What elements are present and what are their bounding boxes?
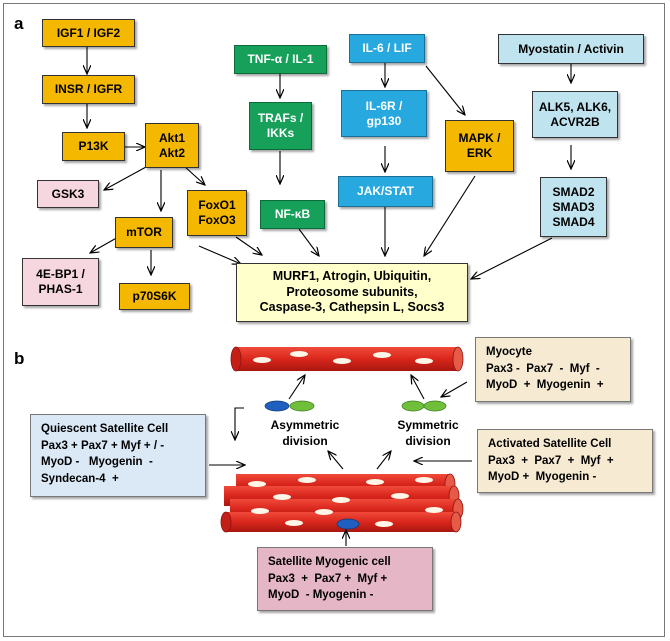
p70s6k-node: p70S6K — [119, 283, 190, 310]
panel-b-label: b — [14, 349, 25, 368]
arrow-bundle-asym — [328, 451, 344, 470]
trafs-node: TRAFs / IKKs — [249, 102, 312, 150]
arrow-myocyte-sym — [441, 381, 468, 397]
arrow-asym-loop — [235, 407, 244, 440]
symmetric-division-label: Symmetric division — [397, 418, 459, 448]
il6r-node: IL-6R / gp130 — [341, 90, 427, 137]
nfkb-node: NF-κB — [260, 200, 325, 229]
il6-node: IL-6 / LIF — [349, 34, 425, 63]
diagram-canvas — [4, 47, 666, 546]
foxo-node: FoxO1 FoxO3 — [187, 190, 247, 236]
myostatin-node: Myostatin / Activin — [498, 34, 644, 64]
4ebp1-node: 4E-BP1 / PHAS-1 — [22, 258, 99, 306]
p13k-node: P13K — [62, 132, 125, 161]
jakstat-node: JAK/STAT — [338, 176, 433, 207]
target-genes-box: MURF1, Atrogin, Ubiquitin, Proteosome su… — [236, 263, 468, 322]
myocyte-title: Myocyte — [486, 346, 533, 358]
myogenic-satellite-cell — [336, 518, 360, 530]
activated-title: Activated Satellite Cell — [488, 438, 612, 450]
alk-node: ALK5, ALK6, ACVR2B — [532, 91, 618, 138]
activated-cell-box: Activated Satellite Cell Pax3 + Pax7 + M… — [477, 429, 653, 493]
tnf-node: TNF-α / IL-1 — [234, 45, 327, 74]
arrow-foxo-targets — [235, 236, 262, 255]
arrow-akt-gsk3 — [104, 166, 147, 190]
arrow-smad-targets — [471, 237, 553, 279]
myocyte-box: Myocyte Pax3 - Pax7 - Myf - MyoD + Myoge… — [475, 337, 631, 402]
lower-muscle-bundle — [220, 473, 464, 533]
green-satellite-cell — [289, 400, 315, 412]
activated-markers-2: MyoD + Myogenin - — [488, 471, 597, 484]
myogenic-markers-1: Pax3 + Pax7 + Myf + — [268, 572, 388, 585]
arrow-bundle-sym — [376, 451, 391, 470]
arrow-akt-foxo — [183, 165, 205, 185]
asymmetric-division-label: Asymmetric division — [270, 418, 340, 448]
arrow-mtor-targets — [198, 245, 241, 264]
arrow-sym-up — [411, 375, 425, 400]
figure-frame: a b IGF1 / IGF2 INSR / IGFR P13K Akt1 Ak… — [3, 3, 665, 637]
mapk-node: MAPK / ERK — [445, 120, 514, 172]
upper-muscle-fiber — [230, 346, 464, 372]
igf-node: IGF1 / IGF2 — [42, 19, 135, 47]
satellite-cells-top — [264, 400, 447, 412]
myogenic-cell-box: Satellite Myogenic cell Pax3 + Pax7 + My… — [257, 547, 433, 611]
arrow-il6-mapk — [425, 65, 465, 115]
quiescent-title: Quiescent Satellite Cell — [41, 423, 169, 435]
gsk3-node: GSK3 — [37, 180, 99, 208]
myogenic-markers-2: MyoD - Myogenin - — [268, 589, 374, 602]
blue-satellite-cell — [264, 400, 290, 412]
quiescent-markers-2: MyoD - Myogenin - — [41, 456, 153, 469]
arrow-nfkb-targets — [298, 228, 319, 256]
activated-markers-1: Pax3 + Pax7 + Myf + — [488, 454, 614, 467]
myogenic-title: Satellite Myogenic cell — [268, 556, 391, 568]
mtor-node: mTOR — [115, 217, 173, 248]
panel-b-arrows — [209, 375, 472, 546]
quiescent-cell-box: Quiescent Satellite Cell Pax3 + Pax7 + M… — [30, 414, 206, 497]
arrow-asym-up — [288, 375, 305, 400]
panel-a-arrows — [87, 47, 571, 279]
green-satellite-cell-right — [423, 400, 447, 412]
quiescent-markers-1: Pax3 + Pax7 + Myf + / - — [41, 439, 165, 452]
insr-node: INSR / IGFR — [42, 75, 135, 104]
arrow-mapk-targets — [424, 175, 476, 256]
panel-a-label: a — [14, 14, 24, 33]
quiescent-markers-3: Syndecan-4 + — [41, 473, 119, 486]
green-satellite-cell-left — [401, 400, 425, 412]
akt-node: Akt1 Akt2 — [145, 123, 199, 168]
myocyte-markers-1: Pax3 - Pax7 - Myf - — [486, 362, 600, 375]
myocyte-markers-2: MyoD + Myogenin + — [486, 379, 604, 392]
smad-node: SMAD2 SMAD3 SMAD4 — [540, 177, 607, 237]
